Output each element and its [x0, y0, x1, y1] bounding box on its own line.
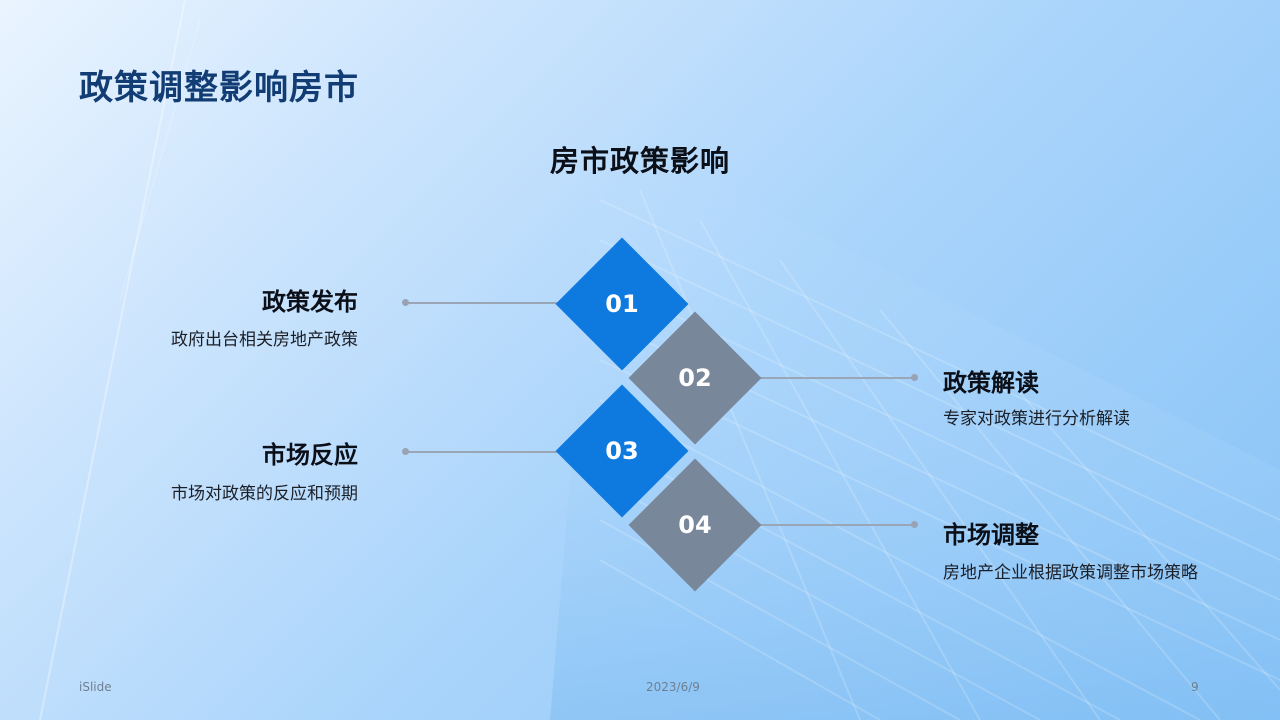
- step-title-01: 政策发布: [262, 288, 358, 316]
- footer-brand: iSlide: [79, 680, 112, 694]
- step-number-01: 01: [605, 290, 639, 318]
- connector-line-03: [405, 451, 565, 453]
- connector-dot-04: [911, 521, 918, 528]
- connector-line-02: [752, 377, 914, 379]
- step-number-03: 03: [605, 437, 639, 465]
- connector-line-01: [405, 302, 565, 304]
- step-number-02: 02: [678, 364, 712, 392]
- footer-date: 2023/6/9: [646, 680, 700, 694]
- step-desc-01: 政府出台相关房地产政策: [171, 330, 358, 350]
- step-desc-04: 房地产企业根据政策调整市场策略: [943, 563, 1198, 583]
- section-title: 房市政策影响: [549, 144, 730, 178]
- step-title-03: 市场反应: [262, 441, 358, 469]
- step-desc-03: 市场对政策的反应和预期: [171, 484, 358, 504]
- footer-page-number: 9: [1191, 680, 1199, 694]
- step-title-02: 政策解读: [943, 369, 1039, 397]
- page-title: 政策调整影响房市: [79, 68, 359, 108]
- connector-dot-01: [402, 299, 409, 306]
- step-title-04: 市场调整: [943, 521, 1039, 549]
- connector-dot-02: [911, 374, 918, 381]
- step-desc-02: 专家对政策进行分析解读: [943, 409, 1130, 429]
- connector-line-04: [752, 524, 914, 526]
- step-number-04: 04: [678, 511, 712, 539]
- connector-dot-03: [402, 448, 409, 455]
